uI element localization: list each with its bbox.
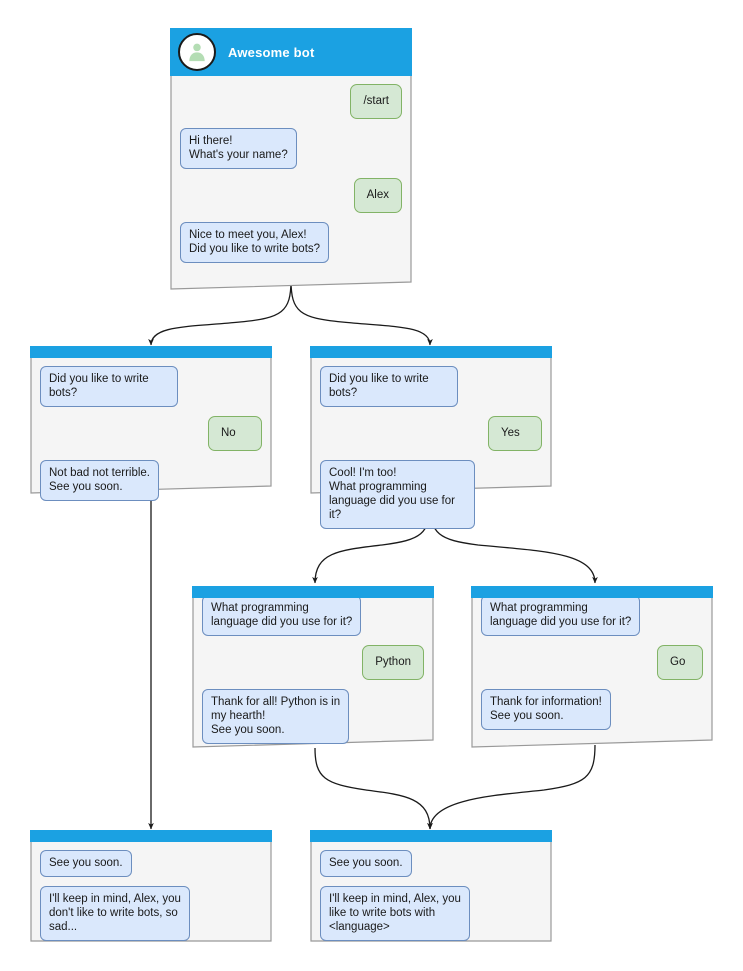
connector-python-to-end-happy (314, 747, 433, 830)
chat-bubble-user: Go (657, 645, 703, 680)
card-start-chat: /start Hi there! What's your name? Alex … (170, 76, 412, 263)
card-end-negative-chat: See you soon. I'll keep in mind, Alex, y… (30, 842, 272, 941)
chat-bubble-bot: Did you like to write bots? (40, 366, 178, 407)
card-start-header: Awesome bot (170, 28, 412, 76)
card-end-positive-header (310, 830, 552, 842)
card-start[interactable]: Awesome bot /start Hi there! What's your… (170, 28, 412, 290)
chat-bubble-bot: See you soon. (40, 850, 132, 877)
chat-bubble-bot: See you soon. (320, 850, 412, 877)
connector-go-to-end-happy (427, 744, 596, 830)
card-answer-no[interactable]: Did you like to write bots? No Not bad n… (30, 346, 272, 501)
card-answer-python-chat: What programming language did you use fo… (192, 595, 434, 744)
chat-bubble-bot: Hi there! What's your name? (180, 128, 297, 169)
card-answer-python[interactable]: What programming language did you use fo… (192, 586, 434, 748)
chat-bubble-bot: Cool! I'm too! What programming language… (320, 460, 476, 529)
chat-bubble-bot: What programming language did you use fo… (202, 595, 362, 636)
card-answer-no-chat: Did you like to write bots? No Not bad n… (30, 358, 272, 501)
chat-bubble-user: No (208, 416, 262, 451)
card-answer-no-header (30, 346, 272, 358)
card-answer-yes-chat: Did you like to write bots? Yes Cool! I'… (310, 358, 552, 529)
chat-bubble-bot: I'll keep in mind, Alex, you don't like … (40, 886, 190, 941)
bot-name-label: Awesome bot (228, 44, 315, 60)
card-end-negative[interactable]: See you soon. I'll keep in mind, Alex, y… (30, 830, 272, 942)
chat-bubble-bot: Thank for all! Python is in my hearth! S… (202, 689, 350, 744)
chat-bubble-bot: Did you like to write bots? (320, 366, 458, 407)
person-avatar-icon (178, 33, 216, 71)
card-end-positive[interactable]: See you soon. I'll keep in mind, Alex, y… (310, 830, 552, 942)
card-answer-go[interactable]: What programming language did you use fo… (471, 586, 713, 748)
card-end-positive-chat: See you soon. I'll keep in mind, Alex, y… (310, 842, 552, 941)
card-answer-python-header (192, 586, 434, 598)
chat-bubble-user: Python (362, 645, 424, 680)
chat-bubble-user: Yes (488, 416, 542, 451)
chat-bubble-bot: Nice to meet you, Alex! Did you like to … (180, 222, 330, 263)
card-answer-yes-header (310, 346, 552, 358)
chat-bubble-bot: What programming language did you use fo… (481, 595, 641, 636)
chat-bubble-user: Alex (353, 178, 402, 213)
card-answer-yes[interactable]: Did you like to write bots? Yes Cool! I'… (310, 346, 552, 529)
card-answer-go-header (471, 586, 713, 598)
card-end-negative-header (30, 830, 272, 842)
chat-bubble-bot: Thank for information! See you soon. (481, 689, 611, 730)
chat-bubble-bot: I'll keep in mind, Alex, you like to wri… (320, 886, 470, 941)
chat-bubble-user: /start (350, 84, 402, 119)
chat-bubble-bot: Not bad not terrible. See you soon. (40, 460, 160, 501)
card-answer-go-chat: What programming language did you use fo… (471, 595, 713, 730)
